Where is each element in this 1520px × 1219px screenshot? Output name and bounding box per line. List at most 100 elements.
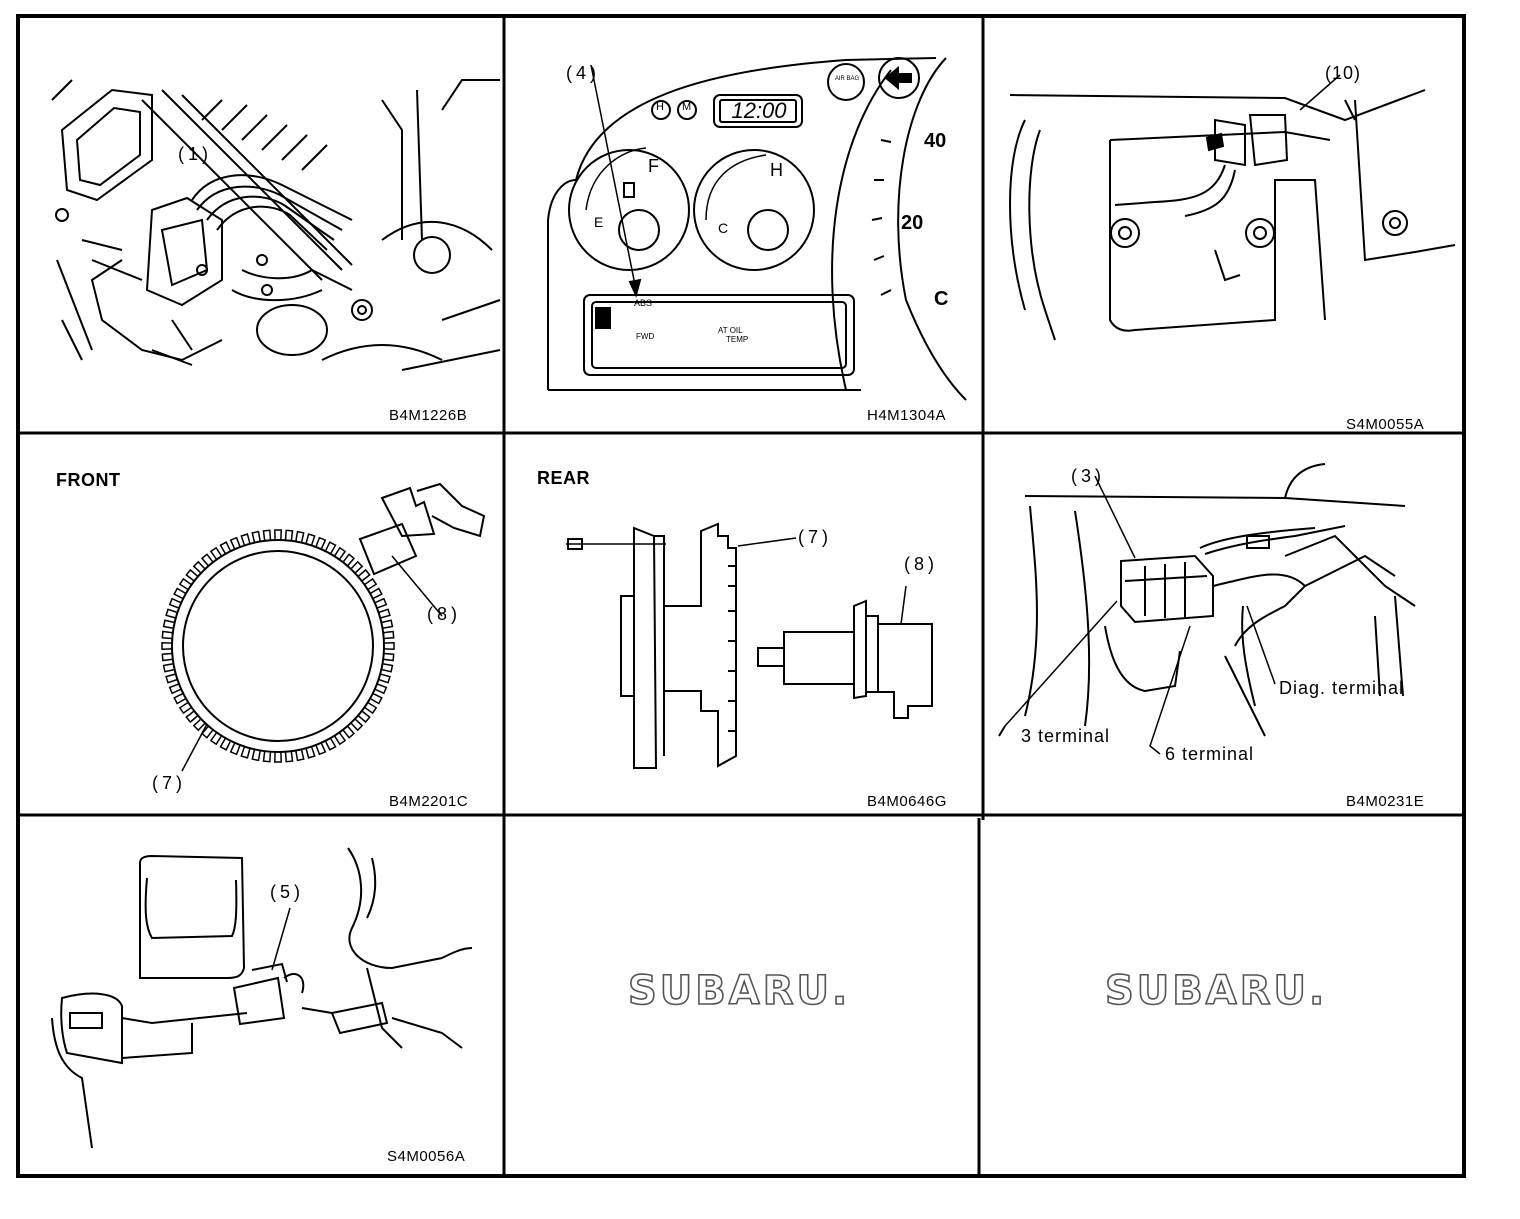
tone-wheel-tooth <box>161 642 173 650</box>
speed-mark-c: C <box>934 288 949 310</box>
gauge-letter-m-small: M <box>682 101 692 113</box>
gauge-letter-h-small: H <box>656 101 664 113</box>
tone-wheel-tooth <box>185 568 199 582</box>
tone-wheel-tooth <box>378 608 391 619</box>
tone-wheel-tooth <box>251 530 261 543</box>
tone-wheel-tooth <box>305 533 316 546</box>
front-tone-wheel-drawing <box>161 482 486 772</box>
tone-wheel-tooth <box>229 742 241 756</box>
abs-warning-light: ABS <box>634 298 653 308</box>
tone-wheel-tooth <box>209 546 223 560</box>
callout-3: (3) <box>1071 466 1105 486</box>
panel-diagnosis-connector: (3) Diag. terminal 3 terminal 6 terminal… <box>985 436 1462 813</box>
tone-wheel-tooth <box>229 536 241 550</box>
diagnosis-connector-drawing <box>998 463 1416 755</box>
figure-code: B4M0646G <box>867 793 947 810</box>
fuel-full-mark: F <box>648 156 659 176</box>
fwd-indicator: FWD <box>636 332 655 341</box>
tone-wheel-tooth <box>295 530 305 543</box>
subaru-logo: SUBARU. <box>627 967 851 1015</box>
tone-wheel-tooth <box>369 587 383 600</box>
callout-1: (1) <box>178 144 212 164</box>
tone-wheel-tooth <box>342 553 356 567</box>
figure-code: S4M0056A <box>387 1148 466 1165</box>
callout-5: (5) <box>270 882 304 902</box>
tone-wheel-tooth <box>192 718 206 732</box>
callout-8: (8) <box>427 604 461 624</box>
callout-4: (4) <box>566 63 600 83</box>
tone-wheel-tooth <box>374 597 388 609</box>
connector-10-drawing <box>1009 74 1456 341</box>
tone-wheel-tooth <box>262 529 272 541</box>
diag-terminal-label: Diag. terminal <box>1279 678 1405 698</box>
hydraulic-unit-drawing <box>51 79 501 371</box>
panel-connector-10: (10) S4M0055A <box>985 20 1462 431</box>
terminal-3-label: 3 terminal <box>1021 726 1111 746</box>
tone-wheel-tooth <box>381 619 394 629</box>
airbag-indicator: AIR BAG <box>834 76 860 82</box>
tone-wheel-tooth <box>173 587 187 600</box>
tone-wheel-tooth <box>383 652 395 662</box>
temp-hot-mark: H <box>770 160 783 180</box>
combination-meter-drawing <box>547 57 967 401</box>
panel-front-sensor: FRONT (8) (7) B4M2201C <box>22 436 502 813</box>
tone-wheel-tooth <box>161 652 173 662</box>
tone-wheel-tooth <box>200 553 214 567</box>
tone-wheel-tooth <box>165 673 178 684</box>
tone-wheel-tooth <box>162 663 175 673</box>
tone-wheel-tooth <box>364 701 378 715</box>
tone-wheel-teeth <box>161 529 395 763</box>
tone-wheel-tooth <box>324 737 337 751</box>
tone-wheel-tooth <box>381 663 394 673</box>
tone-wheel-tooth <box>305 746 316 759</box>
tone-wheel-tooth <box>173 692 187 705</box>
tone-wheel-tooth <box>350 718 364 732</box>
tone-wheel-tooth <box>383 630 395 640</box>
tone-wheel-tooth <box>383 642 395 650</box>
tone-wheel-tooth <box>219 541 232 555</box>
callout-10: (10) <box>1325 63 1362 83</box>
rear-hub-drawing <box>566 522 933 769</box>
tone-wheel-tooth <box>315 536 327 550</box>
tone-wheel-tooth <box>262 751 272 763</box>
tone-wheel-tooth <box>374 683 388 695</box>
tone-wheel-tooth <box>378 673 391 684</box>
tone-wheel-tooth <box>350 560 364 574</box>
panel-rear-sensor: REAR (7) (8) B4M0646G <box>506 436 981 813</box>
figure-code: S4M0055A <box>1346 416 1425 431</box>
tone-wheel-tooth <box>369 692 383 705</box>
tone-wheel-tooth <box>284 751 294 763</box>
tone-wheel-tooth <box>168 683 182 695</box>
tone-wheel-tooth <box>274 529 282 541</box>
tone-wheel-tooth <box>357 710 371 724</box>
tone-wheel-tooth <box>185 710 199 724</box>
figure-code: H4M1304A <box>867 407 947 424</box>
tone-wheel-tooth <box>178 701 192 715</box>
tone-wheel-tooth <box>324 541 337 555</box>
tone-wheel-tooth <box>209 732 223 746</box>
tone-wheel-tooth <box>240 746 251 759</box>
tone-wheel-tooth <box>219 737 232 751</box>
callout-7-rear: (7) <box>798 527 832 547</box>
fuel-empty-mark: E <box>594 214 604 230</box>
clock-display: 12:00 <box>731 98 787 123</box>
figure-code: B4M2201C <box>389 793 469 810</box>
tone-wheel-tooth <box>192 560 206 574</box>
front-heading: FRONT <box>56 470 121 490</box>
subaru-logo: SUBARU. <box>1104 967 1328 1015</box>
tone-wheel-tooth <box>357 568 371 582</box>
figure-code: B4M0231E <box>1346 793 1425 810</box>
tone-wheel-tooth <box>161 630 173 640</box>
tone-wheel-tooth <box>342 725 356 739</box>
connector-5-drawing <box>51 847 473 1149</box>
rear-heading: REAR <box>537 468 591 488</box>
tone-wheel-tooth <box>333 732 347 746</box>
tone-wheel-tooth <box>284 529 294 541</box>
tone-wheel-tooth <box>315 742 327 756</box>
tone-wheel-tooth <box>178 577 192 591</box>
tone-wheel-tooth <box>333 546 347 560</box>
tone-wheel-tooth <box>364 577 378 591</box>
panel-combination-meter: (4) 12:00 AIR BAG H M F E H C ABS FWD AT… <box>506 20 981 431</box>
